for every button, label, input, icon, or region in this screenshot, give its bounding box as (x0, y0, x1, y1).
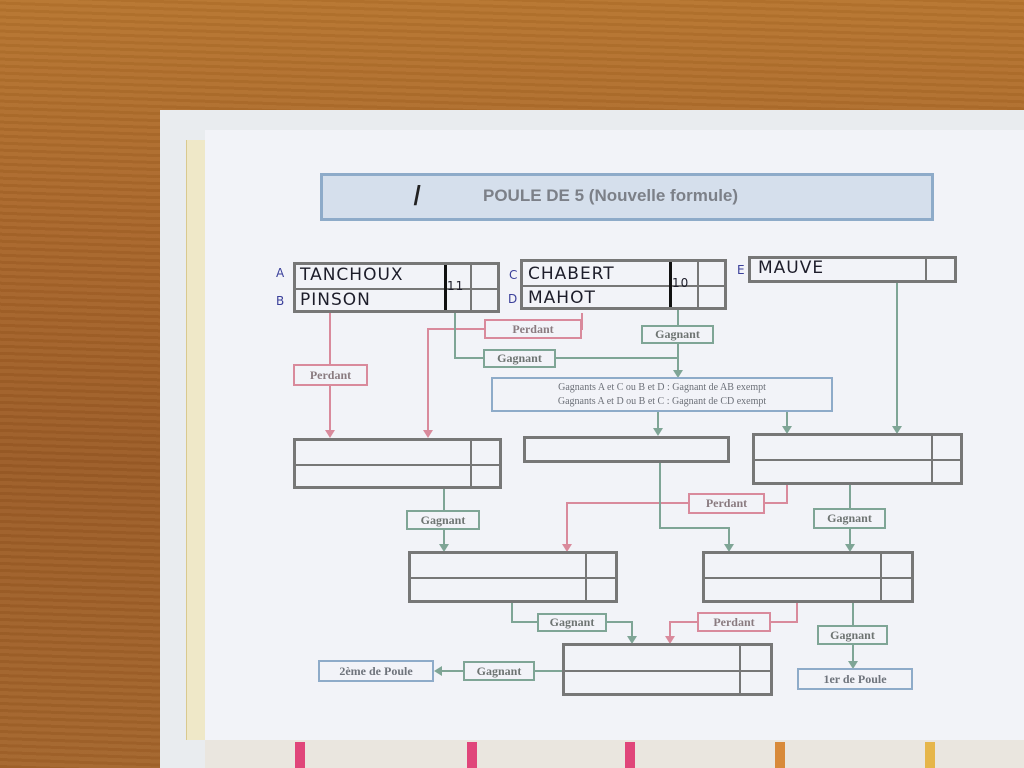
match-box-ab (293, 262, 500, 313)
match-box-exempt (523, 436, 730, 463)
pool-number: I (413, 179, 422, 212)
score-ab: 11 (447, 279, 465, 293)
player-box-e (748, 256, 957, 283)
side-strip (186, 140, 207, 740)
loser-label: Perdant (484, 319, 582, 339)
player-name-e: MAUVE (758, 258, 825, 278)
winner-label: Gagnant (483, 349, 556, 368)
first-place-label: 1er de Poule (797, 668, 913, 690)
match-box-final (562, 643, 773, 696)
player-letter-d: D (508, 292, 518, 306)
winner-label: Gagnant (813, 508, 886, 529)
loser-label: Perdant (697, 612, 771, 632)
rule-line: Gagnants A et C ou B et D : Gagnant de A… (558, 382, 766, 393)
loser-label: Perdant (293, 364, 368, 386)
player-name-a: TANCHOUX (300, 265, 404, 285)
loser-label: Perdant (688, 493, 765, 514)
player-letter-c: C (509, 268, 518, 282)
player-name-d: MAHOT (528, 288, 596, 308)
title-banner: I POULE DE 5 (Nouvelle formule) (320, 173, 934, 221)
player-name-b: PINSON (300, 290, 371, 310)
player-letter-e: E (737, 263, 745, 277)
winner-label: Gagnant (641, 325, 714, 344)
winner-label: Gagnant (463, 661, 535, 681)
winner-label: Gagnant (817, 625, 888, 645)
exempt-rules-box: Gagnants A et C ou B et D : Gagnant de A… (491, 377, 833, 412)
bottom-printed-strip (205, 738, 1024, 768)
match-box-losers-1 (293, 438, 502, 489)
second-place-label: 2ème de Poule (318, 660, 434, 682)
player-letter-a: A (276, 266, 285, 280)
winner-label: Gagnant (406, 510, 480, 530)
score-cd: 10 (672, 276, 690, 290)
winner-label: Gagnant (537, 613, 607, 632)
player-letter-b: B (276, 294, 285, 308)
player-name-c: CHABERT (528, 264, 615, 284)
match-box-e (752, 433, 963, 485)
page-title: POULE DE 5 (Nouvelle formule) (483, 186, 739, 205)
rule-line: Gagnants A et D ou B et C : Gagnant de C… (557, 396, 767, 407)
match-box-round3-left (408, 551, 618, 603)
match-box-cd (520, 259, 727, 310)
match-box-round3-right (702, 551, 914, 603)
